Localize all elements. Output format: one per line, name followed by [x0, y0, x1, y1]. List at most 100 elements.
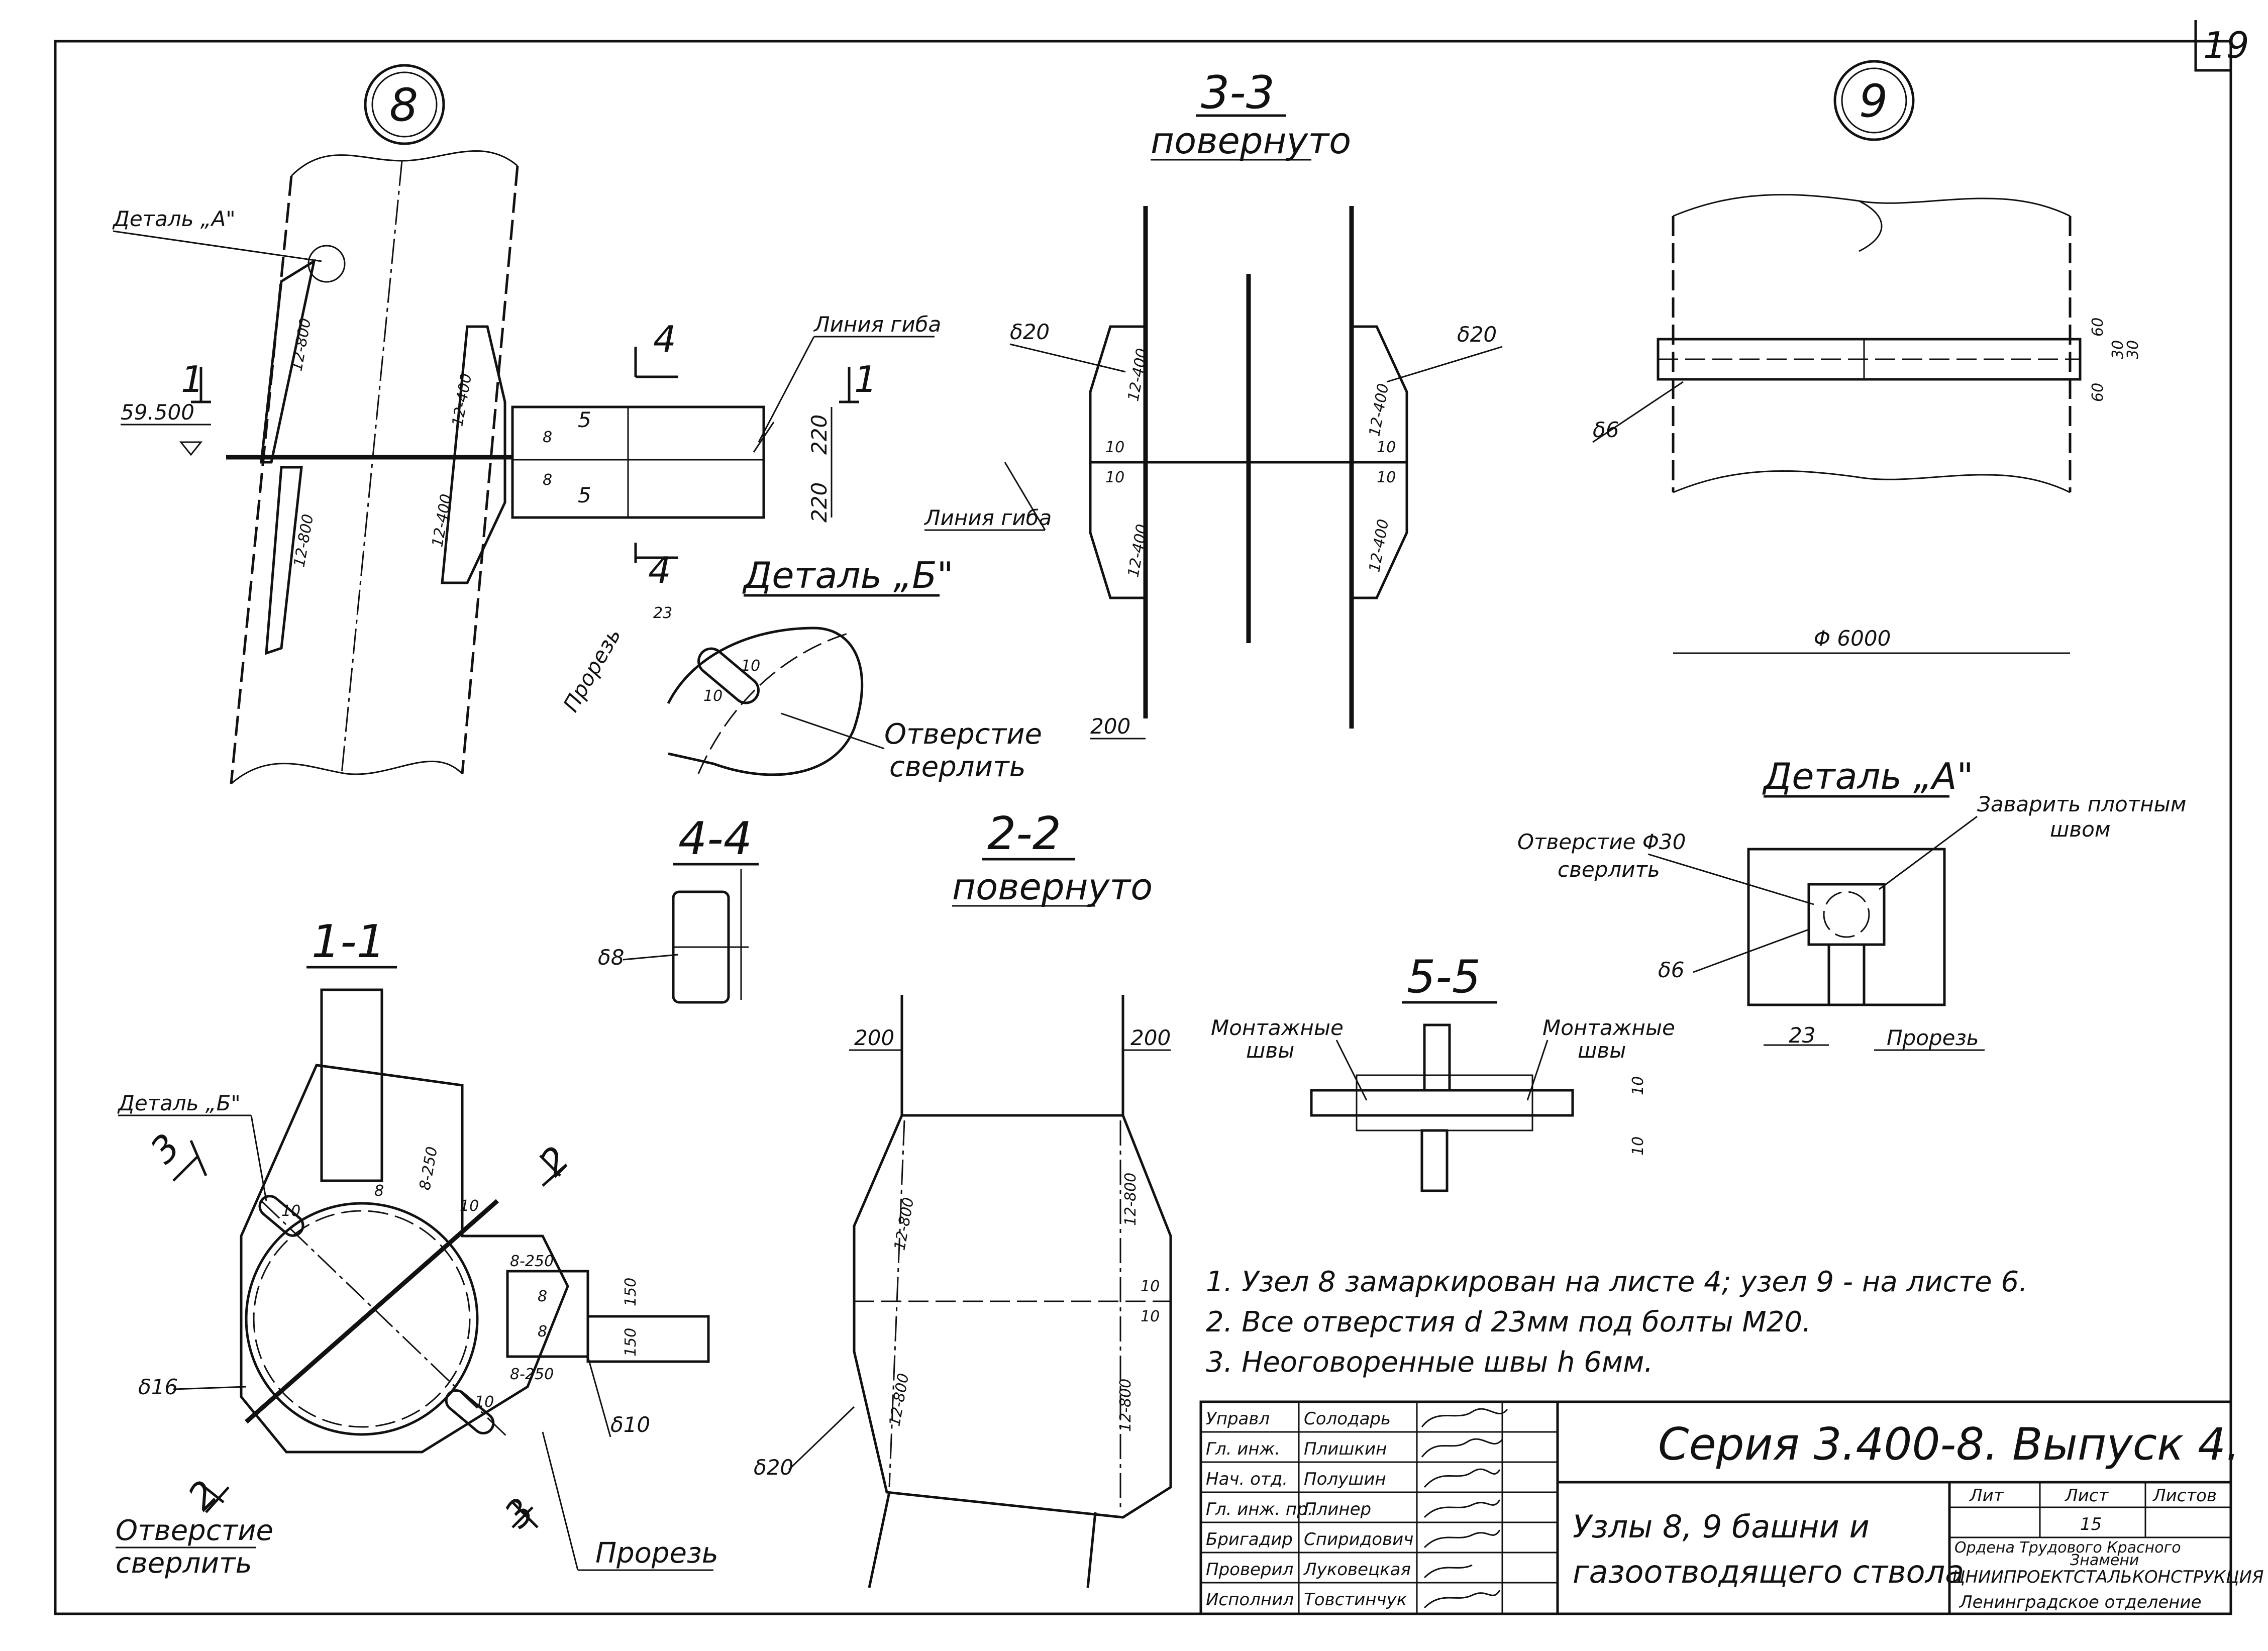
detail-b-hole-leader	[781, 712, 885, 750]
node-8-section-4-top-mark	[634, 347, 678, 378]
node-8-section-4-bottom: 4	[648, 549, 671, 591]
section-1-1-diag-axis	[260, 1200, 508, 1438]
title-block: Управл Гл. инж. Нач. отд. Гл. инж. пр. Б…	[1199, 1400, 2264, 1615]
tb-name-2: Плишкин	[1304, 1439, 1387, 1459]
node-8-right-gusset	[441, 325, 506, 584]
section-4-4-delta8: δ8	[598, 945, 624, 970]
tb-role-7: Исполнил	[1206, 1590, 1294, 1610]
section-5-5-right-label-1: Монтажные	[1542, 1015, 1675, 1040]
tb-series: Серия 3.400-8. Выпуск 4.	[1658, 1418, 2240, 1470]
section-2-2-delta20: δ20	[754, 1455, 793, 1480]
tb-org-1: Ордена Трудового Красного	[1954, 1539, 2181, 1557]
node-9-top-break-2	[1859, 200, 1883, 252]
detail-a-hole-label-2: сверлить	[1558, 857, 1660, 882]
section-1-1-cut-label: Прорезь	[595, 1537, 718, 1570]
detail-b-hole-label-1: Отверстие	[884, 718, 1042, 751]
section-5-5-dim-10b: 10	[1629, 1137, 1647, 1156]
section-2-2-weld-lr: 12-800	[1117, 1379, 1135, 1432]
section-1-1-dim-10c: 10	[475, 1393, 494, 1411]
section-1-1-dim-8c: 8	[374, 1182, 384, 1200]
node-8-brace	[511, 405, 765, 519]
section-1-1-dim-10b: 10	[460, 1197, 479, 1215]
section-2-2-plate	[853, 1114, 1172, 1519]
section-2-2-weld-ll: 12-800	[886, 1372, 912, 1428]
node-8-detail-a-leader	[113, 230, 322, 262]
tb-role-6: Проверил	[1206, 1560, 1293, 1580]
detail-b-dim-23: 23	[653, 604, 672, 622]
node-9-dim-30b: 30	[2124, 340, 2142, 359]
node-8-weld-upper-left: 12-800	[288, 317, 315, 373]
section-3-3-delta20-right: δ20	[1457, 322, 1497, 347]
section-1-1-bolts-top: 8-250	[416, 1145, 441, 1191]
section-1-1-right-member-ext	[586, 1315, 710, 1363]
section-2-2-dim-10a: 10	[1141, 1278, 1160, 1295]
tb-name-7: Товстинчук	[1304, 1590, 1407, 1610]
tb-name-5: Спиридович	[1304, 1529, 1413, 1550]
node-9-marker	[1833, 60, 1915, 141]
tb-role-1: Управл	[1206, 1409, 1270, 1429]
detail-a-weld-label-1: Заварить плотным	[1977, 792, 2186, 816]
section-2-2-view: 2-2 повернуто 200 200 12-800 12-800 12-8…	[754, 807, 1172, 1588]
node-8-section-1-right-mark	[839, 367, 859, 403]
tb-org-2: Знамени	[2070, 1552, 2139, 1569]
detail-a-hole-label-1: Отверстие Φ30	[1517, 830, 1686, 854]
section-1-1-cut-leader	[542, 1431, 579, 1571]
section-5-5-view: 5-5 Монтажные швы Монтажные швы 10 10	[1211, 951, 1675, 1192]
section-5-5-dim-10a: 10	[1629, 1076, 1647, 1095]
section-1-1-section-2-top-mark	[539, 1155, 566, 1187]
section-1-1-delta10: δ10	[610, 1412, 650, 1437]
section-1-1-hole-label-1: Отверстие	[116, 1514, 273, 1547]
detail-a-delta6-leader	[1693, 928, 1809, 973]
node-8-view: 8 Деталь „А" 59.500 1 1 4 4 5 5 8	[112, 64, 941, 785]
note-2: 2. Все отверстия d 23мм под болты М20.	[1206, 1306, 1811, 1338]
section-2-2-dim-200-left: 200	[854, 1025, 894, 1050]
node-8-dim-220-bottom: 220	[807, 482, 832, 523]
tb-role-2: Гл. инж.	[1206, 1439, 1280, 1459]
node-9-marker-label: 9	[1859, 75, 1888, 128]
node-9-view: 9 δ6 Φ 6000 60 30 30 60	[1592, 60, 2142, 654]
detail-a-cut-label: Прорезь	[1887, 1025, 1979, 1050]
section-1-1-section-3-top: 3	[142, 1125, 188, 1172]
detail-b-cut-label: Прорезь	[558, 624, 626, 716]
detail-a-delta6: δ6	[1658, 958, 1684, 982]
section-2-2-weld-ul: 12-800	[891, 1196, 917, 1252]
section-2-2-dim-200-right: 200	[1130, 1025, 1171, 1050]
node-8-detail-a-circle	[307, 245, 346, 283]
section-3-3-subtitle: повернуто	[1151, 120, 1351, 162]
section-5-5-left-leader	[1335, 1040, 1368, 1101]
tb-drawing-title-1: Узлы 8, 9 башни и	[1573, 1508, 1870, 1545]
node-8-section-5-top: 5	[578, 407, 591, 432]
section-3-3-delta20-right-leader	[1386, 346, 1503, 383]
section-2-2-right-rod-low	[1086, 1512, 1097, 1588]
tb-name-6: Луковецкая	[1303, 1560, 1411, 1580]
tb-name-3: Полушин	[1304, 1469, 1386, 1489]
tb-sheet-value: 15	[2080, 1514, 2102, 1534]
section-1-1-view: 1-1 Деталь „Б" 3 2 2 3 8-250 8-250 8-250…	[116, 915, 718, 1580]
section-3-3-right-gusset	[1352, 325, 1408, 599]
note-1: 1. Узел 8 замаркирован на листе 4; узел …	[1206, 1266, 2028, 1298]
detail-b-slot	[697, 647, 760, 704]
tb-org-4: Ленинградское отделение	[1958, 1592, 2202, 1612]
detail-a-dim-23: 23	[1789, 1023, 1815, 1048]
section-1-1-diag-main	[245, 1199, 499, 1424]
section-1-1-dim-10a: 10	[281, 1202, 300, 1220]
section-3-3-dim-10-r2: 10	[1377, 469, 1396, 486]
tb-name-4: Плинер	[1304, 1499, 1371, 1519]
detail-a-weld-leader	[1879, 815, 1978, 890]
node-8-marker-label: 8	[389, 79, 418, 132]
tb-role-3: Нач. отд.	[1206, 1469, 1288, 1489]
section-5-5-right-leader	[1526, 1040, 1549, 1101]
note-3: 3. Неоговоренные швы h 6мм.	[1206, 1346, 1653, 1379]
section-3-3-dim-10-l2: 10	[1105, 469, 1124, 486]
node-8-weld-upper-right: 12-400	[449, 372, 475, 428]
section-1-1-section-3-top-mark	[172, 1140, 208, 1182]
section-2-2-axis-l	[888, 1120, 905, 1488]
section-3-3-delta20-left: δ20	[1010, 320, 1050, 344]
detail-a-title: Деталь „А"	[1762, 755, 1974, 797]
section-1-1-dim-8b: 8	[538, 1323, 547, 1340]
tb-name-1: Солодарь	[1304, 1409, 1391, 1429]
detail-a-view: Деталь „А" Отверстие Φ30 сверлить Завари…	[1517, 755, 2186, 1051]
tb-col-list: Лист	[2064, 1486, 2109, 1506]
section-3-3-weld-ur: 12-400	[1366, 382, 1392, 438]
